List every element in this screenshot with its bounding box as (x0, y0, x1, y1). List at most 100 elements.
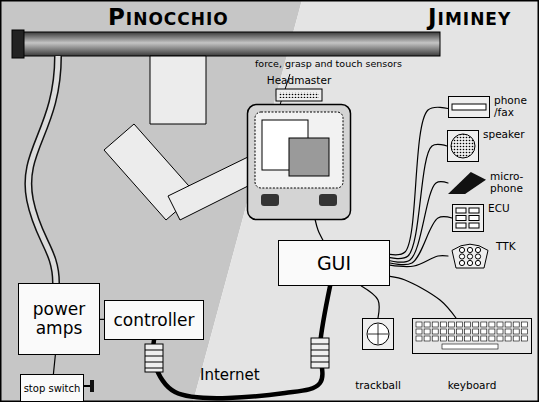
phone-body (449, 97, 490, 118)
ttk-key (459, 254, 464, 259)
key (457, 329, 463, 334)
ttk-key (459, 260, 464, 265)
device-label: micro- phone (490, 171, 532, 194)
ecu-icon: ECU (452, 204, 484, 232)
key (465, 329, 471, 334)
key (513, 322, 519, 327)
icon-label-holder: keyboard (372, 380, 539, 392)
ecu-cell (469, 208, 479, 213)
key (416, 336, 422, 341)
trackball-ball (367, 323, 389, 345)
device-label: TTK (496, 241, 538, 253)
ttk-key (467, 247, 472, 252)
icon-label-holder: trackball (322, 380, 434, 392)
ttk-key (475, 254, 480, 259)
key (416, 329, 422, 334)
microphone-icon: micro- phone (448, 172, 486, 194)
plug-rungs (311, 344, 329, 362)
ecu-body (453, 205, 484, 232)
key (489, 336, 495, 341)
phone-fax-icon: phone /fax (448, 96, 490, 118)
network-plug (145, 344, 163, 372)
key (481, 329, 487, 334)
icon-drawing (247, 104, 351, 220)
device-label: speaker (483, 129, 525, 141)
plug-rungs (145, 350, 163, 368)
ecu-cell (469, 216, 479, 221)
ecu-cell (456, 223, 466, 228)
rail (20, 32, 440, 56)
monitor-screen (255, 112, 343, 188)
device-label: keyboard (372, 380, 539, 392)
key (473, 336, 479, 341)
key (440, 322, 446, 327)
key (465, 336, 471, 341)
network-plug (311, 338, 329, 368)
icon-drawing (362, 318, 394, 350)
connector (53, 355, 55, 374)
key (416, 322, 422, 327)
key (521, 336, 527, 341)
connector (390, 182, 448, 262)
node-text: controller (113, 311, 194, 330)
key (513, 336, 519, 341)
key (473, 322, 479, 327)
fax-slot (452, 104, 486, 110)
speaker-body (448, 131, 479, 162)
power-amps-box: power amps (18, 283, 100, 355)
section-title: JIMINEY (428, 6, 511, 29)
key (497, 322, 503, 327)
device-label: ECU (488, 203, 530, 215)
monitor-button (319, 194, 337, 206)
keyboard-body (413, 319, 532, 354)
icon-drawing (448, 172, 486, 194)
key (457, 322, 463, 327)
key (473, 329, 479, 334)
device-label: Headmaster (227, 75, 371, 87)
arm-cable-core (28, 56, 58, 283)
key (432, 336, 438, 341)
ttk-key (467, 254, 472, 259)
device-label: trackball (322, 380, 434, 392)
icon-drawing (452, 204, 484, 232)
connector (361, 286, 379, 318)
icon-label-holder: phone /fax (494, 95, 536, 118)
trackball-icon: trackball (362, 318, 394, 350)
key (481, 322, 487, 327)
arm-upper-link (150, 56, 206, 124)
key (521, 329, 527, 334)
key (424, 329, 430, 334)
space-bar (442, 344, 498, 349)
part-label: force, grasp and touch sensors (255, 59, 402, 69)
icon-label-holder: TTK (496, 241, 538, 253)
ecu-cell (456, 208, 466, 213)
key (448, 329, 454, 334)
gui-box: GUI (278, 240, 390, 286)
key (432, 329, 438, 334)
ttk-key (467, 260, 472, 265)
speaker-cone (451, 134, 475, 158)
monitor-button (261, 194, 279, 206)
icon-label-holder: speaker (483, 129, 525, 141)
key (432, 322, 438, 327)
ttk-icon: TTK (448, 242, 492, 270)
section-title: PINOCCHIO (108, 6, 229, 29)
key (440, 329, 446, 334)
node-text: power amps (19, 300, 99, 337)
headmaster-device (276, 89, 322, 101)
connector (390, 256, 448, 267)
connector (390, 107, 448, 255)
icon-drawing (447, 130, 479, 162)
key (457, 336, 463, 341)
icon-drawing (412, 318, 532, 354)
key (505, 336, 511, 341)
icon-label-holder: Headmaster (227, 75, 371, 87)
key (521, 322, 527, 327)
ttk-key (475, 247, 480, 252)
key (424, 322, 430, 327)
ecu-cell (469, 223, 479, 228)
node-text: stop switch (24, 383, 81, 394)
connector (315, 220, 323, 240)
